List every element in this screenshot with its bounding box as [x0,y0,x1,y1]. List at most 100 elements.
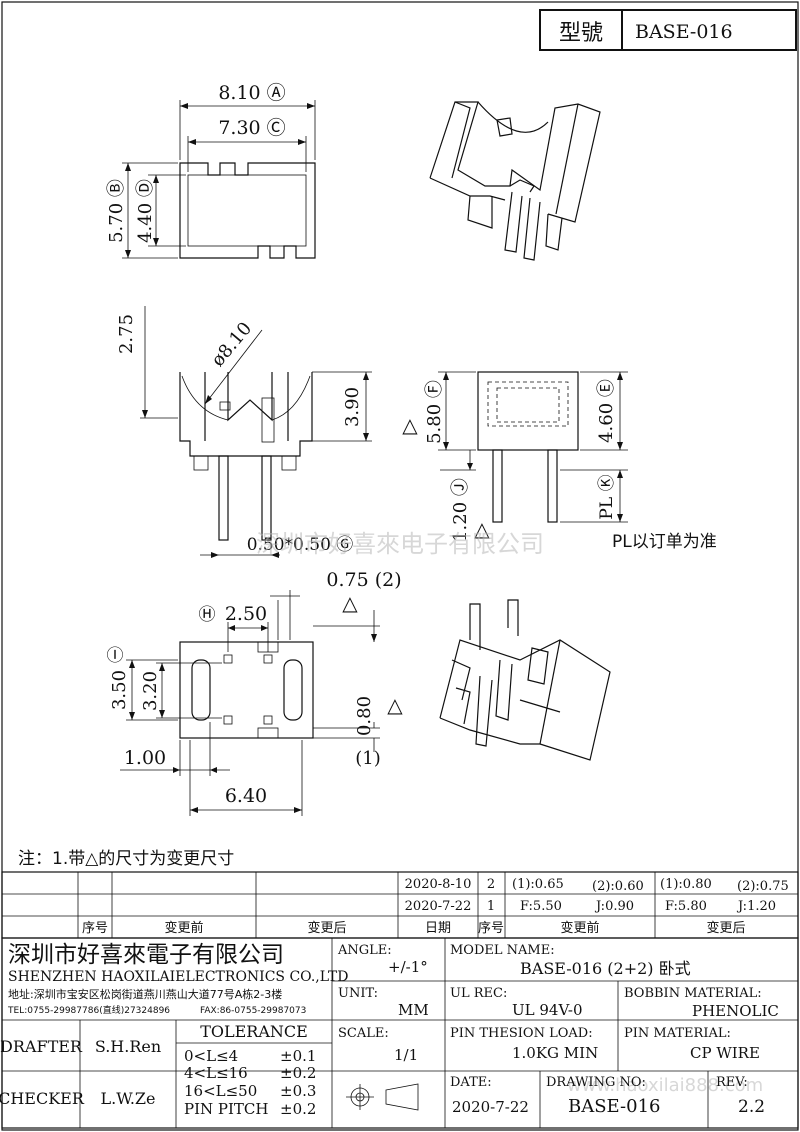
dim-side-body: 3.90 [342,387,363,427]
bobbin-label: BOBBIN MATERIAL: [624,986,762,1001]
rev2-date: 2020-7-22 [405,899,472,914]
model-name-value: BASE-016 (2+2) 卧式 [520,959,691,978]
revision-table: 2020-8-10 2 (1):0.65 (2):0.60 (1):0.80 (… [1,871,799,939]
dim-bottom-height-outer: 3.50 [109,670,130,710]
rev2-after-b: J:1.20 [736,899,776,914]
rev1-after-a: (1):0.80 [660,877,712,892]
triangle-bottom-gap: △ [342,591,358,615]
pl-note: PL以订单为准 [612,532,717,552]
dim-front-total: 5.80 Ⓕ [424,380,445,444]
rev2-before-b: J:0.90 [594,899,634,914]
company-fax: FAX:86-0755-29987073 [200,1006,306,1016]
tol2-value: ±0.2 [280,1064,316,1082]
top-view: 8.10 Ⓐ 7.30 Ⓒ 5.70 Ⓑ 4.40 Ⓓ [106,82,316,259]
change-note: 注：1.带△的尺寸为变更尺寸 [18,849,234,869]
ul-label: UL REC: [450,986,507,1001]
triangle-front-total: △ [402,413,418,437]
bobbin-value: PHENOLIC [692,1002,779,1020]
rev-label: REV: [716,1075,748,1090]
drawing-no-value: BASE-016 [568,1096,660,1117]
drafter-value: S.H.Ren [95,1037,161,1056]
rev2-after-a: F:5.80 [665,899,707,914]
iso-view-bottom [439,599,611,761]
tol2-range: 4<L≤16 [184,1064,248,1082]
model-value: BASE-016 [635,21,733,43]
watermark-text: 深圳市好喜來电子有限公司 [256,530,544,558]
tol3-range: 16<L≤50 [184,1082,257,1100]
hdr-after2: 变更后 [706,920,745,936]
projection-symbol-icon [346,1083,419,1111]
hdr-date: 日期 [425,921,451,936]
hdr-seq2: 序号 [478,921,504,936]
scale-label: SCALE: [338,1026,389,1041]
hdr-before2: 变更前 [560,920,599,936]
dim-top-width-inner: 7.30 Ⓒ [218,117,285,139]
hdr-after: 变更后 [307,920,346,936]
dim-top-height-inner: 4.40 Ⓓ [135,179,156,243]
rev-value: 2.2 [738,1097,765,1117]
checker-value: L.W.Ze [100,1089,155,1108]
front-view: 5.80 Ⓕ △ 4.60 Ⓔ 1.20 Ⓙ △ PL Ⓚ PL以订单为准 [402,371,717,552]
header-box: 型號 BASE-016 [539,9,797,51]
tol1-value: ±0.1 [280,1047,316,1065]
hdr-seq: 序号 [82,921,108,936]
rev1-before-a: (1):0.65 [512,877,564,892]
dim-bottom-gap: 0.75 (2) [326,569,401,591]
dim-pin-pl: PL Ⓚ [597,474,617,519]
dim-arc-diameter: ø8.10 [207,318,256,371]
tol4-value: ±0.2 [280,1100,316,1118]
pin-material-label: PIN MATERIAL: [624,1026,731,1041]
title-block: 深圳市好喜來電子有限公司 SHENZHEN HAOXILAIELECTRONIC… [0,937,799,1129]
dim-top-height-outer: 5.70 Ⓑ [106,179,127,243]
label-h: Ⓗ [199,605,216,625]
hdr-before: 变更前 [164,920,203,936]
rev1-after-b: (2):0.75 [737,879,789,894]
dim-pin-size: 0.50*0.50 Ⓖ [247,535,354,555]
watermark-url: www.haoxilai888.com [567,1075,763,1096]
angle-label: ANGLE: [337,943,392,958]
pin-load-label: PIN THESION LOAD: [450,1026,593,1041]
ul-value: UL 94V-0 [512,1001,583,1019]
dim-pin-length: 1.20 Ⓙ [450,478,471,542]
dim-bottom-height-inner: 3.20 [140,671,161,711]
drafter-label: DRAFTER [0,1037,83,1056]
pin-load-value: 1.0KG MIN [512,1044,598,1062]
date-label: DATE: [450,1075,492,1090]
checker-label: CHECKER [0,1089,85,1108]
scale-value: 1/1 [394,1046,418,1064]
triangle-bottom-side: △ [387,693,403,717]
triangle-pin-length: △ [474,517,490,541]
company-address: 地址:深圳市宝安区松岗街道燕川燕山大道77号A栋2-3楼 [8,987,282,1001]
iso-view-top [429,101,601,261]
tol3-value: ±0.3 [280,1082,316,1100]
model-name-label: MODEL NAME: [450,943,555,958]
date-value: 2020-7-22 [452,1098,529,1116]
dim-bottom-width: 6.40 [225,785,267,807]
rev2-before-a: F:5.50 [520,899,562,914]
drawing-no-label: DRAWING NO: [546,1075,646,1090]
model-label: 型號 [559,21,603,46]
rev1-before-b: (2):0.60 [592,879,644,894]
unit-label: UNIT: [338,986,378,1001]
tol4-range: PIN PITCH [184,1100,269,1118]
bottom-view: 0.75 (2) △ 2.50 Ⓗ 3.50 Ⓘ 3.20 0.80 △ (1) [107,569,403,816]
tolerance-label: TOLERANCE [200,1022,308,1041]
dim-front-body: 4.60 Ⓔ [596,379,617,443]
rev1-no: 2 [487,877,495,892]
dim-bottom-side-note: (1) [355,748,381,769]
company-name-en: SHENZHEN HAOXILAIELECTRONICS CO.,LTD [8,969,348,985]
pin-material-value: CP WIRE [690,1044,760,1062]
tol1-range: 0<L≤4 [184,1047,238,1065]
dim-bottom-left: 1.00 [124,747,166,769]
company-name-cn: 深圳市好喜來電子有限公司 [8,942,284,968]
rev2-no: 1 [487,899,495,914]
unit-value: MM [398,1001,429,1019]
label-i: Ⓘ [107,646,124,666]
dim-bottom-pitch: 2.50 [225,603,267,625]
company-phone: TEL:0755-29987786(直线)27324896 [7,1004,170,1016]
dim-top-width-outer: 8.10 Ⓐ [218,82,285,104]
side-view: 2.75 ø8.10 3.90 0.50*0.50 Ⓖ [116,306,372,558]
angle-value: +/-1° [388,958,428,976]
